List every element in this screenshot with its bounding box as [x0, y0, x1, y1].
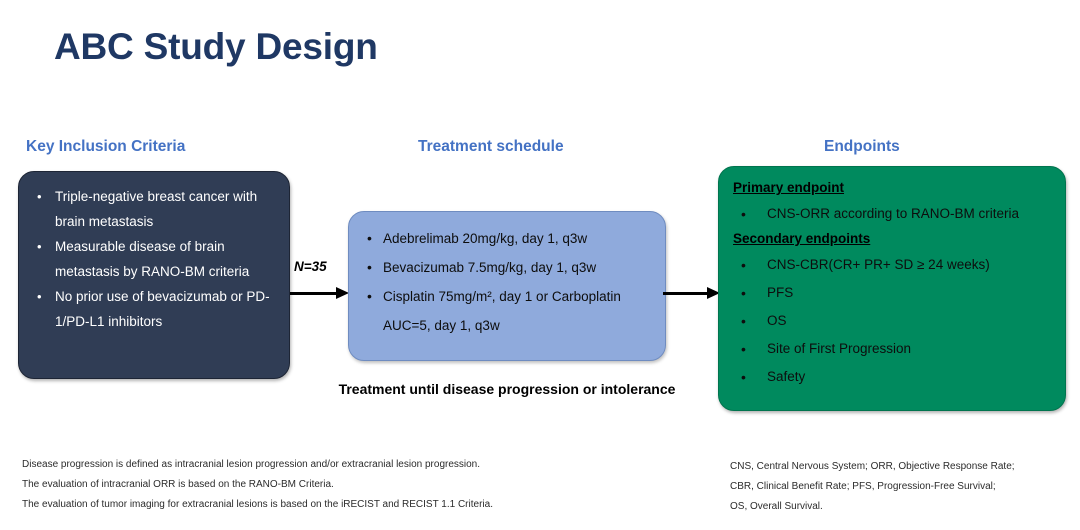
bullet-icon: •: [741, 285, 746, 301]
page-title: ABC Study Design: [54, 26, 378, 67]
secondary-endpoints-title: Secondary endpoints: [733, 231, 871, 246]
list-item-label: CNS-CBR(CR+ PR+ SD ≥ 24 weeks): [767, 257, 990, 272]
list-item: • Triple-negative breast cancer with bra…: [29, 184, 279, 234]
footnote-line: The evaluation of tumor imaging for extr…: [22, 499, 493, 510]
arrow-icon-endpoints: [663, 287, 721, 301]
enrollment-count-label: N=35: [294, 259, 327, 274]
bullet-icon: •: [741, 206, 746, 222]
treatment-duration-caption: Treatment until disease progression or i…: [338, 381, 676, 397]
footnote-line: Disease progression is defined as intrac…: [22, 459, 481, 470]
list-item-label: Bevacizumab 7.5mg/kg, day 1, q3w: [383, 260, 597, 275]
bullet-icon: •: [367, 288, 372, 304]
bullet-icon: •: [367, 259, 372, 275]
arrow-head: [336, 287, 349, 299]
arrow-head: [707, 287, 720, 299]
footnote-line: CNS, Central Nervous System; ORR, Object…: [730, 461, 1015, 472]
list-item-label: Triple-negative breast cancer with brain…: [55, 189, 258, 229]
column-header-endpoints: Endpoints: [824, 138, 900, 155]
footnote-line: The evaluation of intracranial ORR is ba…: [22, 479, 334, 490]
bullet-icon: •: [367, 230, 372, 246]
list-item: • CNS-CBR(CR+ PR+ SD ≥ 24 weeks): [731, 251, 1057, 279]
inclusion-criteria-list: • Triple-negative breast cancer with bra…: [29, 184, 279, 334]
list-item: • Site of First Progression: [731, 335, 1057, 363]
list-item-label: Site of First Progression: [767, 341, 912, 356]
column-header-inclusion: Key Inclusion Criteria: [26, 138, 186, 155]
footnotes-right-abbreviations: CNS, Central Nervous System; ORR, Object…: [730, 457, 1015, 517]
list-item: • Measurable disease of brain metastasis…: [29, 234, 279, 284]
arrow-shaft: [663, 292, 709, 295]
bullet-icon: •: [741, 313, 746, 329]
list-item-label: Safety: [767, 369, 806, 384]
primary-endpoint-list: • CNS-ORR according to RANO-BM criteria: [731, 200, 1057, 228]
treatment-schedule-box: • Adebrelimab 20mg/kg, day 1, q3w • Beva…: [348, 211, 666, 361]
footnote-line: OS, Overall Survival.: [730, 501, 823, 512]
list-item: • Safety: [731, 363, 1057, 391]
primary-endpoint-title: Primary endpoint: [733, 180, 845, 195]
list-item-label: OS: [767, 313, 787, 328]
list-item: • Cisplatin 75mg/m², day 1 or Carboplati…: [361, 282, 657, 340]
bullet-icon: •: [741, 341, 746, 357]
treatment-schedule-list: • Adebrelimab 20mg/kg, day 1, q3w • Beva…: [361, 224, 657, 340]
column-header-treatment: Treatment schedule: [418, 138, 564, 155]
bullet-icon: •: [37, 289, 42, 304]
list-item: • No prior use of bevacizumab or PD-1/PD…: [29, 284, 279, 334]
list-item-label: CNS-ORR according to RANO-BM criteria: [767, 206, 1020, 221]
endpoints-box: Primary endpoint • CNS-ORR according to …: [718, 166, 1066, 411]
list-item: • Bevacizumab 7.5mg/kg, day 1, q3w: [361, 253, 657, 282]
bullet-icon: •: [741, 369, 746, 385]
bullet-icon: •: [37, 189, 42, 204]
bullet-icon: •: [741, 257, 746, 273]
arrow-shaft: [290, 292, 338, 295]
list-item: • Adebrelimab 20mg/kg, day 1, q3w: [361, 224, 657, 253]
list-item: • CNS-ORR according to RANO-BM criteria: [731, 200, 1057, 228]
footnote-line: CBR, Clinical Benefit Rate; PFS, Progres…: [730, 481, 996, 492]
secondary-endpoints-list: • CNS-CBR(CR+ PR+ SD ≥ 24 weeks) • PFS •…: [731, 251, 1057, 391]
list-item-label: Adebrelimab 20mg/kg, day 1, q3w: [383, 231, 588, 246]
inclusion-criteria-box: • Triple-negative breast cancer with bra…: [18, 171, 290, 379]
footnotes-left: Disease progression is defined as intrac…: [22, 455, 493, 515]
list-item-label: Cisplatin 75mg/m², day 1 or Carboplatin …: [383, 289, 621, 333]
bullet-icon: •: [37, 239, 42, 254]
list-item: • PFS: [731, 279, 1057, 307]
list-item-label: Measurable disease of brain metastasis b…: [55, 239, 250, 279]
list-item-label: No prior use of bevacizumab or PD-1/PD-L…: [55, 289, 270, 329]
arrow-icon-enrollment: [290, 287, 350, 301]
list-item: • OS: [731, 307, 1057, 335]
list-item-label: PFS: [767, 285, 794, 300]
